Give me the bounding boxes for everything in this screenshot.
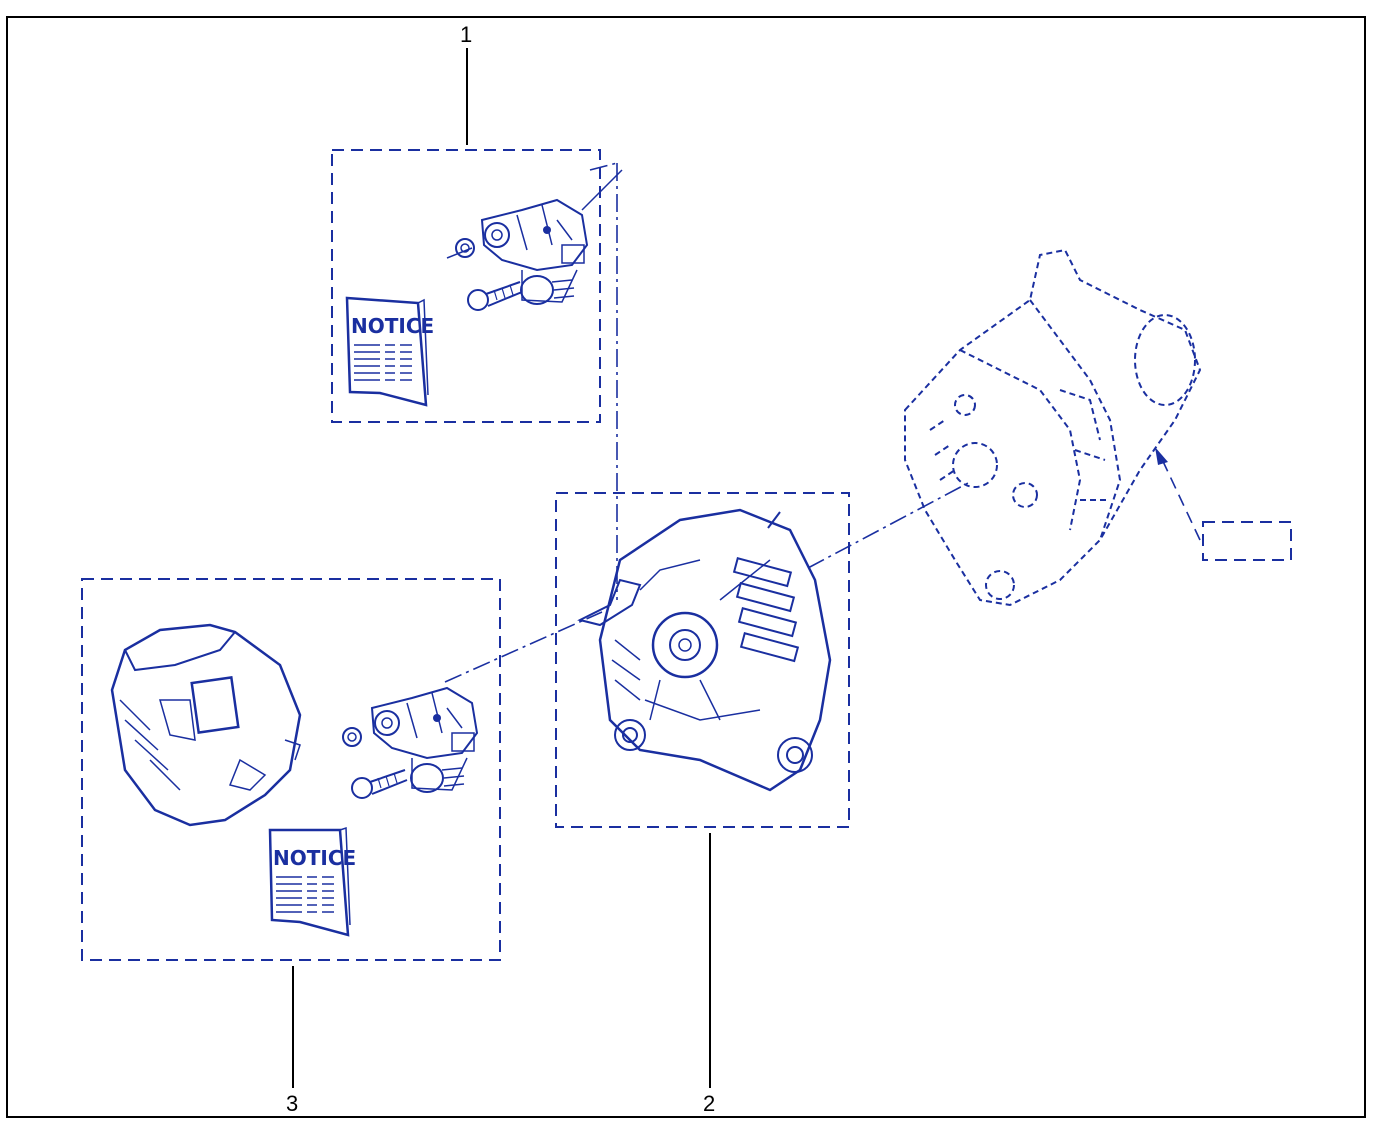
- svg-text:3: 3: [286, 1091, 298, 1116]
- voltage-regulator-icon: [446, 169, 623, 305]
- callout-3: 3: [286, 966, 298, 1116]
- notice-title-1: NOTICE: [351, 314, 434, 338]
- alternator-rear-cover-icon: [577, 508, 832, 792]
- callout-2: 2: [703, 833, 715, 1116]
- notice-booklet-icon-3: NOTICE: [268, 826, 356, 937]
- callout-1: 1: [460, 22, 472, 145]
- reference-box: [1202, 521, 1292, 561]
- svg-text:2: 2: [703, 1091, 715, 1116]
- bolt-icon: [467, 281, 523, 311]
- notice-booklet-icon: NOTICE: [345, 296, 434, 407]
- kit-box-1: [331, 149, 601, 423]
- svg-text:1: 1: [460, 22, 472, 47]
- nut-icon-3: [342, 727, 362, 747]
- alternator-phantom-icon: [904, 248, 1202, 607]
- diagram-frame: [6, 16, 1366, 1118]
- notice-title-2: NOTICE: [273, 846, 356, 870]
- nut-icon: [455, 238, 475, 258]
- reference-arrow: [1155, 447, 1201, 541]
- protective-cover-icon: [110, 623, 302, 827]
- voltage-regulator-icon-3: [370, 686, 479, 793]
- kit-box-3: [81, 578, 501, 961]
- bolt-icon-3: [351, 769, 408, 799]
- assembly-lines: [444, 162, 971, 683]
- kit-box-2: [555, 492, 850, 828]
